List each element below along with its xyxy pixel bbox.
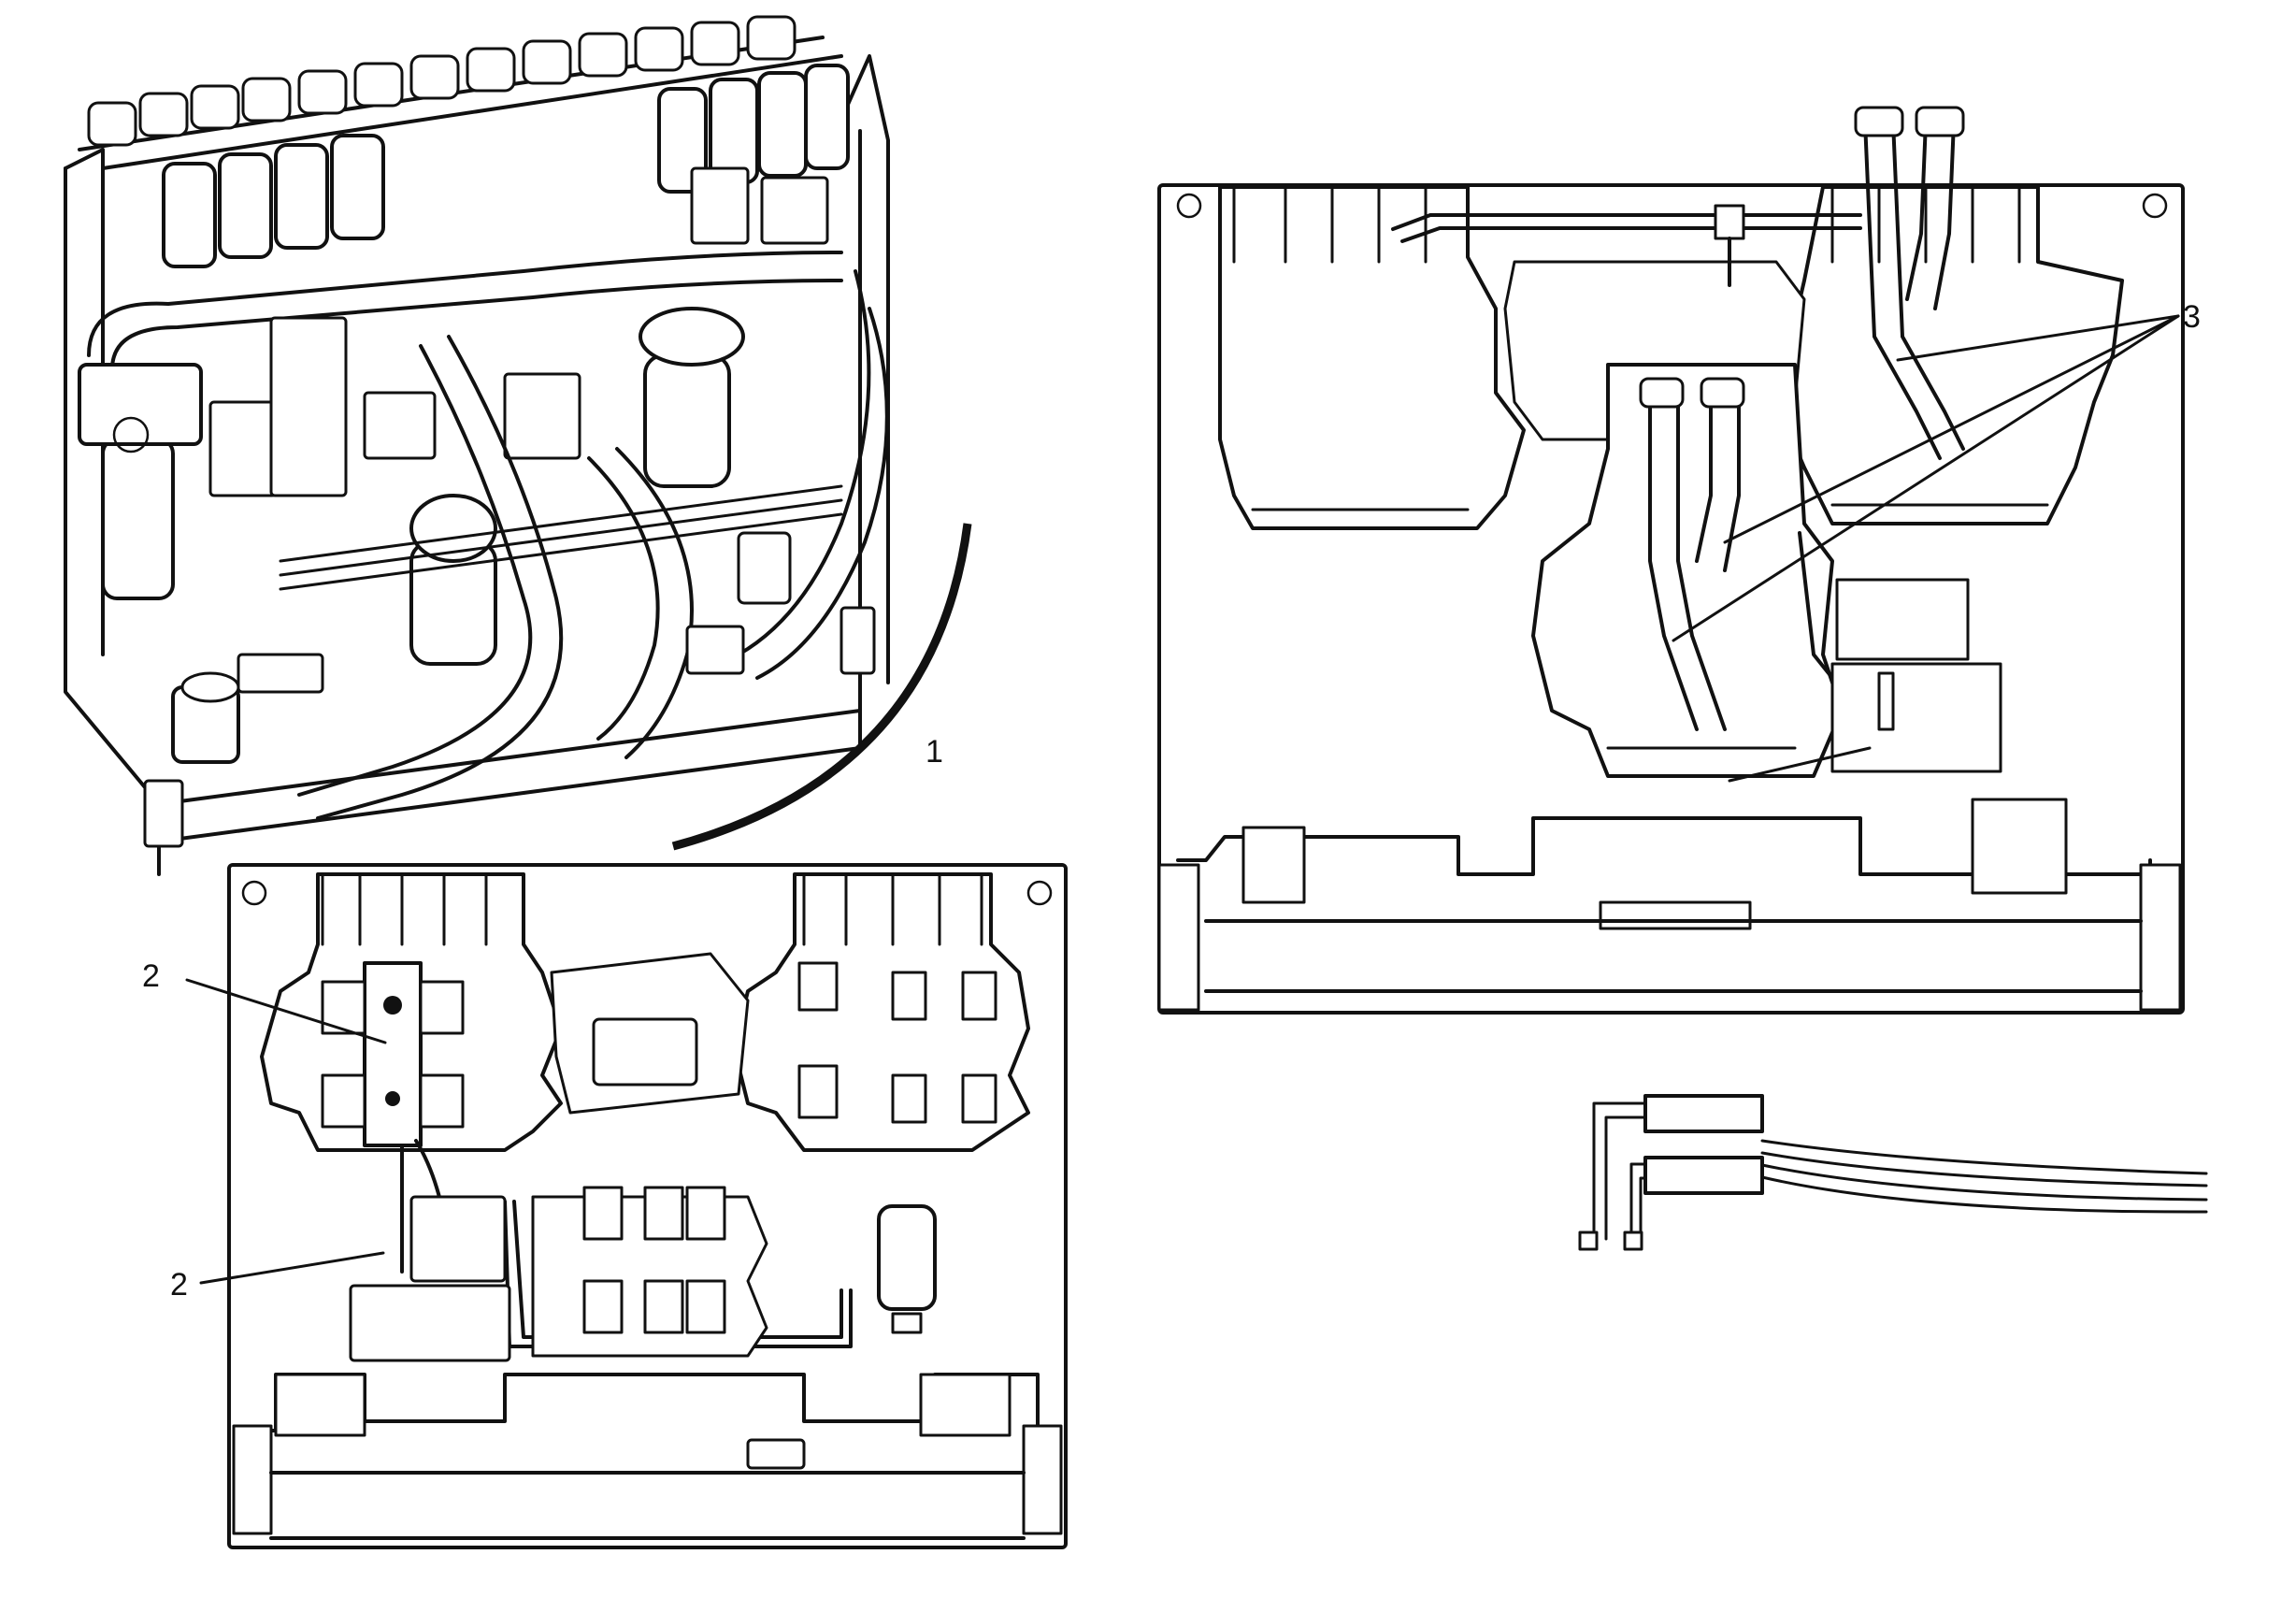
callout-2-upper: 2 [142, 958, 387, 1044]
top-view-lower-left [227, 863, 1068, 1549]
callout-label-3: 3 [2183, 299, 2201, 335]
callout-2-lower: 2 [170, 1251, 385, 1303]
sweep-arc [671, 523, 972, 851]
top-valve-row [87, 15, 796, 147]
callout-3: 3 [1672, 299, 2201, 642]
callout-label-1: 1 [926, 734, 943, 770]
callout-1: 1 [926, 734, 943, 770]
filter-canisters [162, 64, 850, 268]
top-view-right [1157, 106, 2185, 1015]
callout-label-2-lower: 2 [170, 1267, 188, 1303]
callout-label-2-upper: 2 [142, 958, 160, 994]
detail-view [1578, 1094, 2208, 1251]
isometric-view [64, 15, 972, 876]
